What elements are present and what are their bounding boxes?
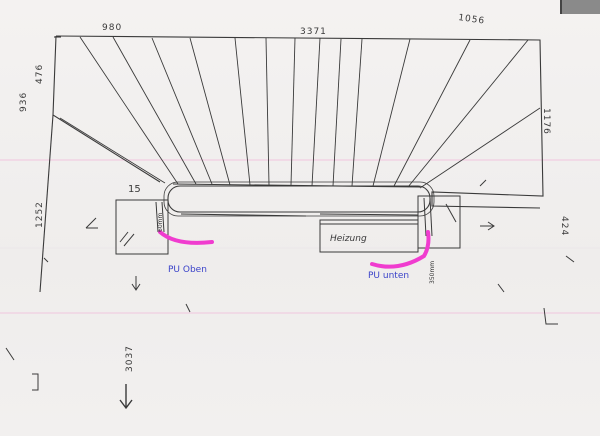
dim-right-lower: 424: [559, 216, 569, 236]
dim-top-mid: 3371: [300, 27, 327, 37]
dim-left-upper: 476: [35, 64, 45, 84]
pipe-highlight: [158, 230, 431, 269]
scan-marks: [560, 0, 600, 14]
dim-top-right: 1056: [458, 13, 486, 27]
dim-top-left: 980: [102, 23, 122, 33]
dim-left-mid: 936: [19, 92, 29, 112]
small-right-label: 350mm: [429, 261, 436, 284]
dim-right-upper: 1176: [541, 108, 551, 135]
stair-treads: [59, 36, 541, 189]
left-box: [115, 199, 169, 255]
dim-left-lower: 1252: [35, 201, 45, 228]
pipe-upper-label: PU Oben: [168, 265, 207, 275]
dim-bottom: 3037: [125, 345, 135, 372]
landing-bar: [163, 181, 435, 217]
step-label: 15: [128, 184, 141, 195]
right-box: [417, 195, 461, 249]
arrow-marks: [5, 179, 575, 410]
pipe-lower-label: PU unten: [368, 271, 409, 281]
small-left-label: 60mm: [157, 213, 164, 232]
heating-label: Heizung: [330, 234, 367, 244]
